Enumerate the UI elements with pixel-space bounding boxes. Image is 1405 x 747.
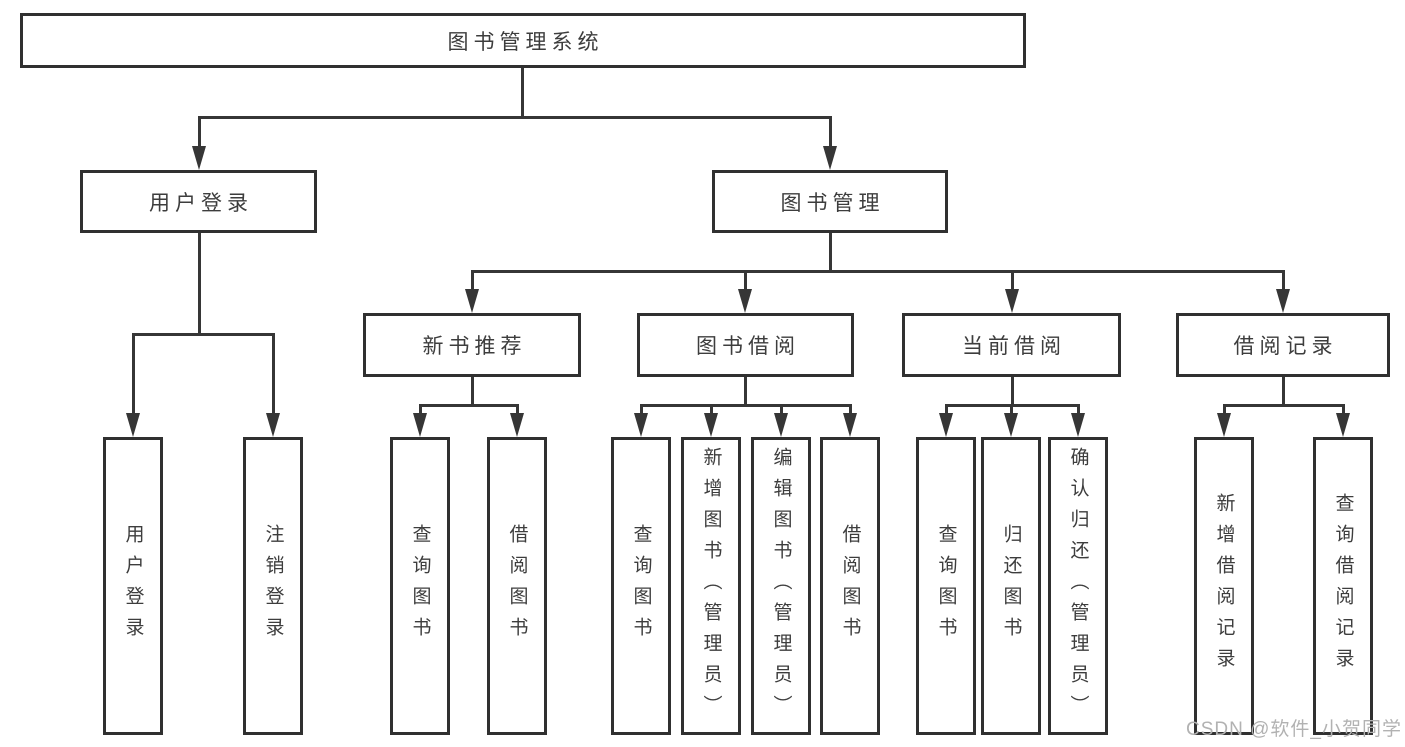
node-leaf-query-borrow-record: 查询借阅记录 xyxy=(1313,437,1373,735)
node-label: 归还图书 xyxy=(1000,524,1022,648)
node-label: 借阅图书 xyxy=(506,524,528,648)
node-leaf-edit-books-admin: 编辑图书（管理员） xyxy=(751,437,811,735)
node-leaf-return-books: 归还图书 xyxy=(981,437,1041,735)
node-label: 图书管理系统 xyxy=(447,30,604,54)
node-borrowing-records: 借阅记录 xyxy=(1176,313,1390,377)
connector-line xyxy=(829,116,832,149)
arrowhead-down-icon xyxy=(843,413,857,437)
connector-line xyxy=(1342,404,1345,415)
arrowhead-down-icon xyxy=(1005,289,1019,313)
connector-line xyxy=(419,404,519,407)
node-label: 编辑图书（管理员） xyxy=(770,446,792,726)
node-leaf-borrow-query-books: 查询图书 xyxy=(611,437,671,735)
node-label: 查询借阅记录 xyxy=(1332,493,1354,679)
node-label: 用户登录 xyxy=(122,524,144,648)
node-leaf-borrow-books: 借阅图书 xyxy=(820,437,880,735)
arrowhead-down-icon xyxy=(510,413,524,437)
connector-line xyxy=(419,404,422,415)
connector-line xyxy=(198,116,832,119)
arrowhead-down-icon xyxy=(126,413,140,437)
node-label: 用户登录 xyxy=(149,191,253,215)
connector-line xyxy=(744,377,747,407)
node-label: 借阅记录 xyxy=(1233,335,1338,358)
node-leaf-add-borrow-record: 新增借阅记录 xyxy=(1194,437,1254,735)
connector-line xyxy=(132,333,274,336)
arrowhead-down-icon xyxy=(823,146,837,170)
watermark: CSDN @软件_小贺同学 xyxy=(1186,719,1402,740)
connector-line xyxy=(471,270,1284,273)
arrowhead-down-icon xyxy=(1276,289,1290,313)
node-user-login: 用户登录 xyxy=(80,170,317,233)
node-leaf-add-books-admin: 新增图书（管理员） xyxy=(681,437,741,735)
connector-line xyxy=(710,404,713,415)
arrowhead-down-icon xyxy=(1071,413,1085,437)
arrowhead-down-icon xyxy=(1004,413,1018,437)
node-leaf-recommend-query-books: 查询图书 xyxy=(390,437,450,735)
connector-line xyxy=(1010,404,1013,415)
connector-line xyxy=(640,404,852,407)
node-label: 新增图书（管理员） xyxy=(700,446,722,726)
node-label: 新书推荐 xyxy=(422,335,527,358)
arrowhead-down-icon xyxy=(1217,413,1231,437)
node-leaf-recommend-borrow-books: 借阅图书 xyxy=(487,437,547,735)
node-leaf-confirm-return-admin: 确认归还（管理员） xyxy=(1048,437,1108,735)
connector-line xyxy=(744,270,747,291)
connector-line xyxy=(132,333,135,415)
node-label: 查询图书 xyxy=(409,524,431,648)
node-label: 借阅图书 xyxy=(839,524,861,648)
connector-line xyxy=(945,404,948,415)
arrowhead-down-icon xyxy=(1336,413,1350,437)
node-label: 查询图书 xyxy=(630,524,652,648)
connector-line xyxy=(780,404,783,415)
node-leaf-current-query-books: 查询图书 xyxy=(916,437,976,735)
connector-line xyxy=(198,116,201,149)
arrowhead-down-icon xyxy=(774,413,788,437)
arrowhead-down-icon xyxy=(634,413,648,437)
connector-line xyxy=(1282,270,1285,291)
connector-line xyxy=(521,68,524,119)
node-root: 图书管理系统 xyxy=(20,13,1026,68)
connector-line xyxy=(1011,377,1014,407)
connector-line xyxy=(471,270,474,291)
arrowhead-down-icon xyxy=(738,289,752,313)
node-book-management: 图书管理 xyxy=(712,170,948,233)
node-new-book-recommend: 新书推荐 xyxy=(363,313,581,377)
node-label: 新增借阅记录 xyxy=(1213,493,1235,679)
node-label: 注销登录 xyxy=(262,524,284,648)
arrowhead-down-icon xyxy=(939,413,953,437)
node-label: 确认归还（管理员） xyxy=(1067,446,1089,726)
arrowhead-down-icon xyxy=(192,146,206,170)
connector-line xyxy=(849,404,852,415)
connector-line xyxy=(1282,377,1285,407)
node-label: 查询图书 xyxy=(935,524,957,648)
connector-line xyxy=(198,233,201,335)
node-book-borrowing: 图书借阅 xyxy=(637,313,854,377)
connector-line xyxy=(1011,270,1014,291)
connector-line xyxy=(272,333,275,415)
connector-line xyxy=(1077,404,1080,415)
node-label: 图书借阅 xyxy=(696,335,800,358)
arrowhead-down-icon xyxy=(465,289,479,313)
connector-line xyxy=(1223,404,1345,407)
connector-line xyxy=(1223,404,1226,415)
arrowhead-down-icon xyxy=(266,413,280,437)
node-current-borrowing: 当前借阅 xyxy=(902,313,1121,377)
node-leaf-logout: 注销登录 xyxy=(243,437,303,735)
connector-line xyxy=(516,404,519,415)
node-leaf-user-login: 用户登录 xyxy=(103,437,163,735)
connector-line xyxy=(640,404,643,415)
node-label: 当前借阅 xyxy=(962,335,1066,358)
arrowhead-down-icon xyxy=(413,413,427,437)
node-label: 图书管理 xyxy=(780,191,885,215)
connector-line xyxy=(471,377,474,407)
arrowhead-down-icon xyxy=(704,413,718,437)
connector-line xyxy=(829,233,832,273)
